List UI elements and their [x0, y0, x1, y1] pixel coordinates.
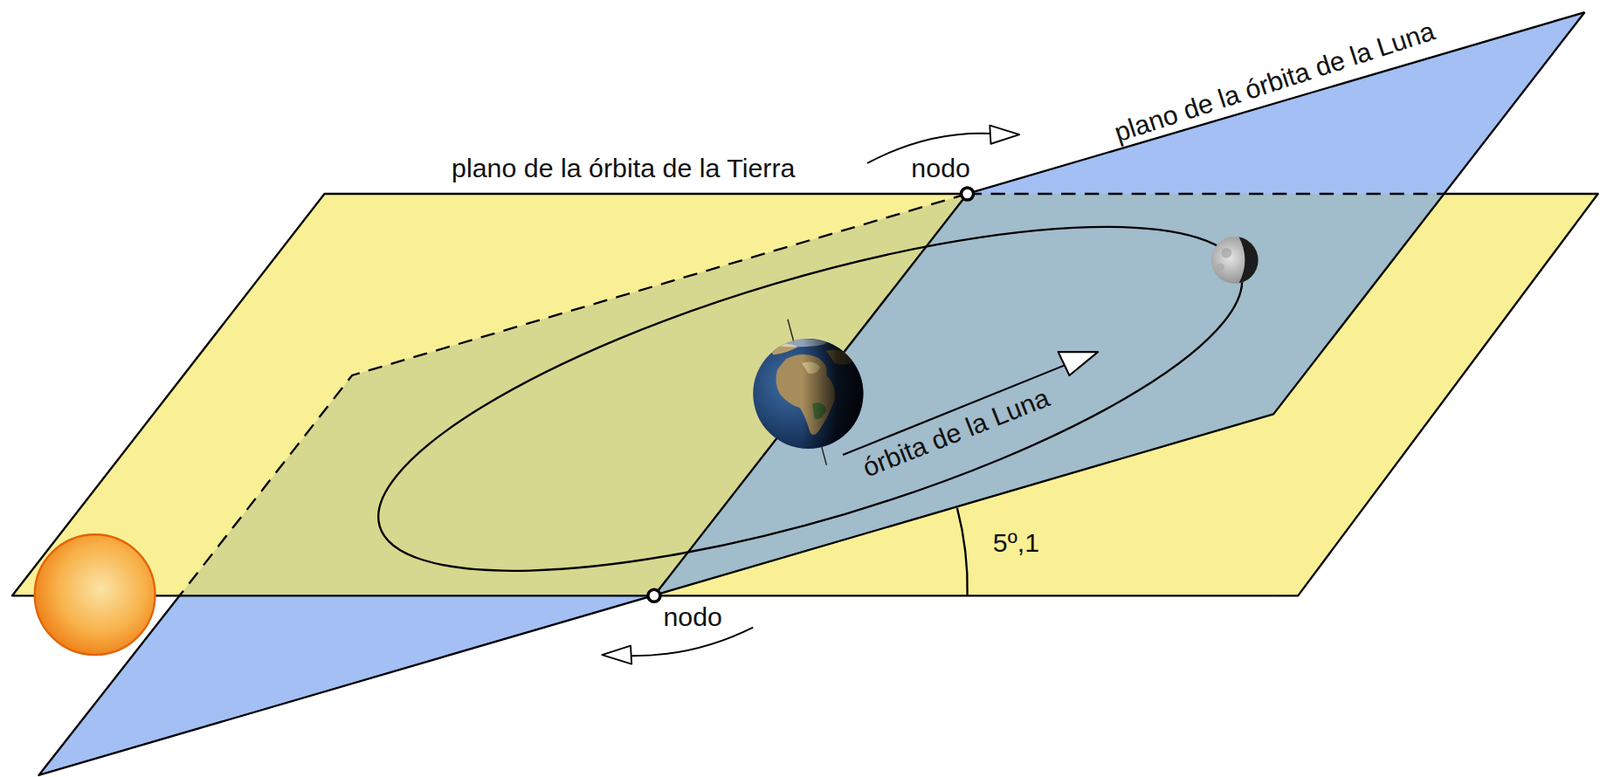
node-label: nodo — [910, 153, 971, 183]
angle-label: 5º,1 — [993, 528, 1040, 558]
plane-label: plano de la órbita de la Tierra — [451, 153, 795, 183]
node-label: nodo — [662, 602, 723, 632]
